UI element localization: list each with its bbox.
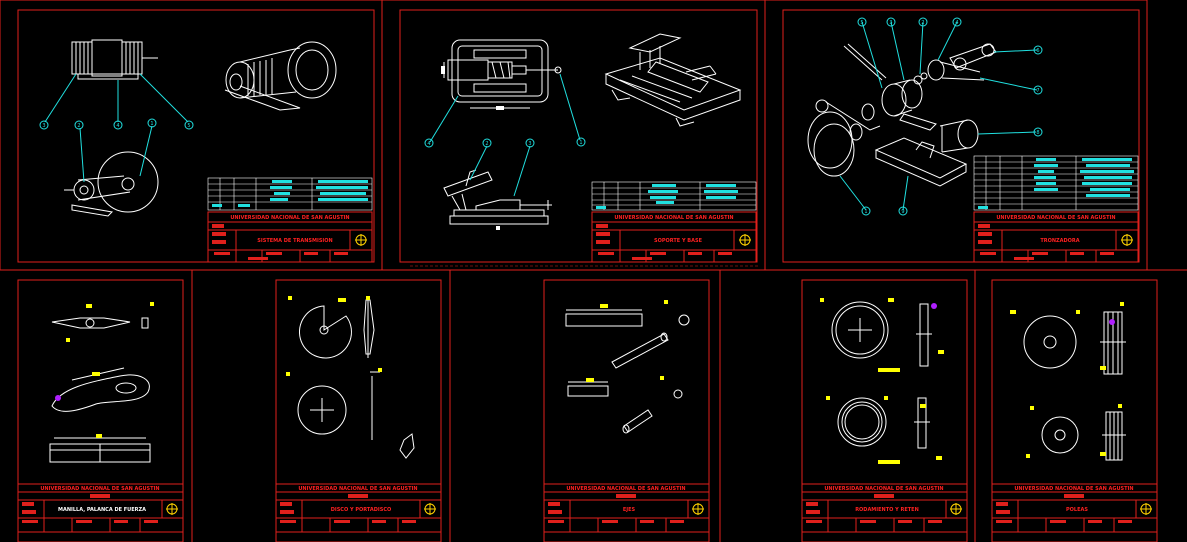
- parts-list-2-fills: [596, 184, 738, 209]
- exploded-assembly: [807, 43, 997, 187]
- base-top-view: [443, 39, 562, 109]
- title-block-2-fills: [596, 224, 732, 260]
- sheet-2-drawing: 4 2 3 1: [410, 33, 760, 267]
- callout-label: 3: [889, 20, 892, 26]
- sheet-4-drawing: [17, 302, 184, 533]
- university-logo: [1121, 234, 1133, 246]
- callout-label: 4: [427, 141, 430, 147]
- sheet-4-title: MANILLA, PALANCA DE FUERZA: [58, 507, 146, 513]
- callout-label: 4: [955, 20, 958, 26]
- sheet-8-drawing: [991, 302, 1158, 533]
- title-block-2: [591, 211, 757, 263]
- sheet-5-drawing: [275, 296, 442, 533]
- sheet-7-drawing: [801, 298, 968, 533]
- parts-list-2: [591, 181, 757, 211]
- callout-label: 2: [921, 20, 924, 26]
- sheet-3-drawing: 5 3 2 4 6 7 8 1 9: [807, 17, 1139, 263]
- sheet-3-leaders: [839, 17, 1043, 216]
- callout-label: 4: [116, 123, 119, 129]
- vise-iso: [604, 33, 742, 127]
- sheet-8-university: UNIVERSIDAD NACIONAL DE SAN AGUSTIN: [1014, 486, 1133, 492]
- sheet-6-drawing: [543, 300, 710, 533]
- disc-pulley-side: [64, 151, 159, 217]
- sheet-3-title: TRONZADORA: [1040, 238, 1079, 244]
- parts-list-1-fills: [212, 180, 368, 207]
- title-block-3: [973, 211, 1139, 263]
- sheet-6-university: UNIVERSIDAD NACIONAL DE SAN AGUSTIN: [566, 486, 685, 492]
- sheet-2-title: SOPORTE Y BASE: [654, 238, 703, 244]
- callout-label: 7: [1036, 88, 1039, 94]
- arm-side-view: [443, 169, 552, 225]
- parts-list-3: [973, 155, 1139, 211]
- title-block-4: [17, 483, 184, 533]
- sheet-1-callout-labels: 3 2 4 1 5: [42, 121, 190, 129]
- callout-label: 3: [528, 141, 531, 147]
- title-block-6: [543, 483, 710, 533]
- callout-label: 1: [579, 140, 582, 146]
- title-block-7: [801, 483, 968, 533]
- callout-label: 9: [901, 209, 904, 215]
- motor-top-view: [71, 39, 158, 80]
- sheet-2-leaders: [424, 73, 586, 197]
- sheet-6-title: EJES: [623, 507, 636, 513]
- callout-label: 5: [187, 123, 190, 129]
- sheet-3-callout-labels: 5 3 2 4 6 7 8 1 9: [860, 20, 1039, 215]
- callout-label: 2: [77, 123, 80, 129]
- parts-list-3-fills: [978, 158, 1134, 209]
- university-logo: [739, 234, 751, 246]
- sheet-7-university: UNIVERSIDAD NACIONAL DE SAN AGUSTIN: [824, 486, 943, 492]
- callout-label: 3: [42, 123, 45, 129]
- callout-label: 1: [864, 209, 867, 215]
- title-block-1-fills: [212, 224, 348, 260]
- motor-pulley-iso: [224, 41, 337, 111]
- sheet-5-university: UNIVERSIDAD NACIONAL DE SAN AGUSTIN: [298, 486, 417, 492]
- title-block-8: [991, 483, 1158, 533]
- title-block-5: [275, 483, 442, 533]
- sheet-8-title: POLEAS: [1066, 507, 1088, 513]
- callout-label: 8: [1036, 130, 1039, 136]
- base-dim-marks: [441, 66, 504, 110]
- sheet-1-university: UNIVERSIDAD NACIONAL DE SAN AGUSTIN: [230, 215, 349, 221]
- title-block-3-fills: [978, 224, 1114, 260]
- callout-label: 1: [150, 121, 153, 127]
- callout-label: 6: [1036, 48, 1039, 54]
- sheet-frames-bottom: [0, 269, 1187, 542]
- sheet-1-leaders: [39, 73, 194, 183]
- sheet-3-university: UNIVERSIDAD NACIONAL DE SAN AGUSTIN: [996, 215, 1115, 221]
- sheet-2-university: UNIVERSIDAD NACIONAL DE SAN AGUSTIN: [614, 215, 733, 221]
- university-logo: [355, 234, 367, 246]
- sheet-1-title: SISTEMA DE TRANSMISION: [257, 238, 332, 244]
- sheet-2-callout-labels: 4 2 3 1: [427, 140, 582, 147]
- callout-label: 5: [860, 20, 863, 26]
- sheet-1-drawing: 3 2 4 1 5: [39, 39, 373, 263]
- sheet-7-title: RODAMIENTO Y RETEN: [855, 507, 919, 513]
- callout-label: 2: [485, 141, 488, 147]
- parts-list-1: [207, 177, 373, 211]
- sheet-4-university: UNIVERSIDAD NACIONAL DE SAN AGUSTIN: [40, 486, 159, 492]
- sheet-5-title: DISCO Y PORTADISCO: [331, 507, 392, 513]
